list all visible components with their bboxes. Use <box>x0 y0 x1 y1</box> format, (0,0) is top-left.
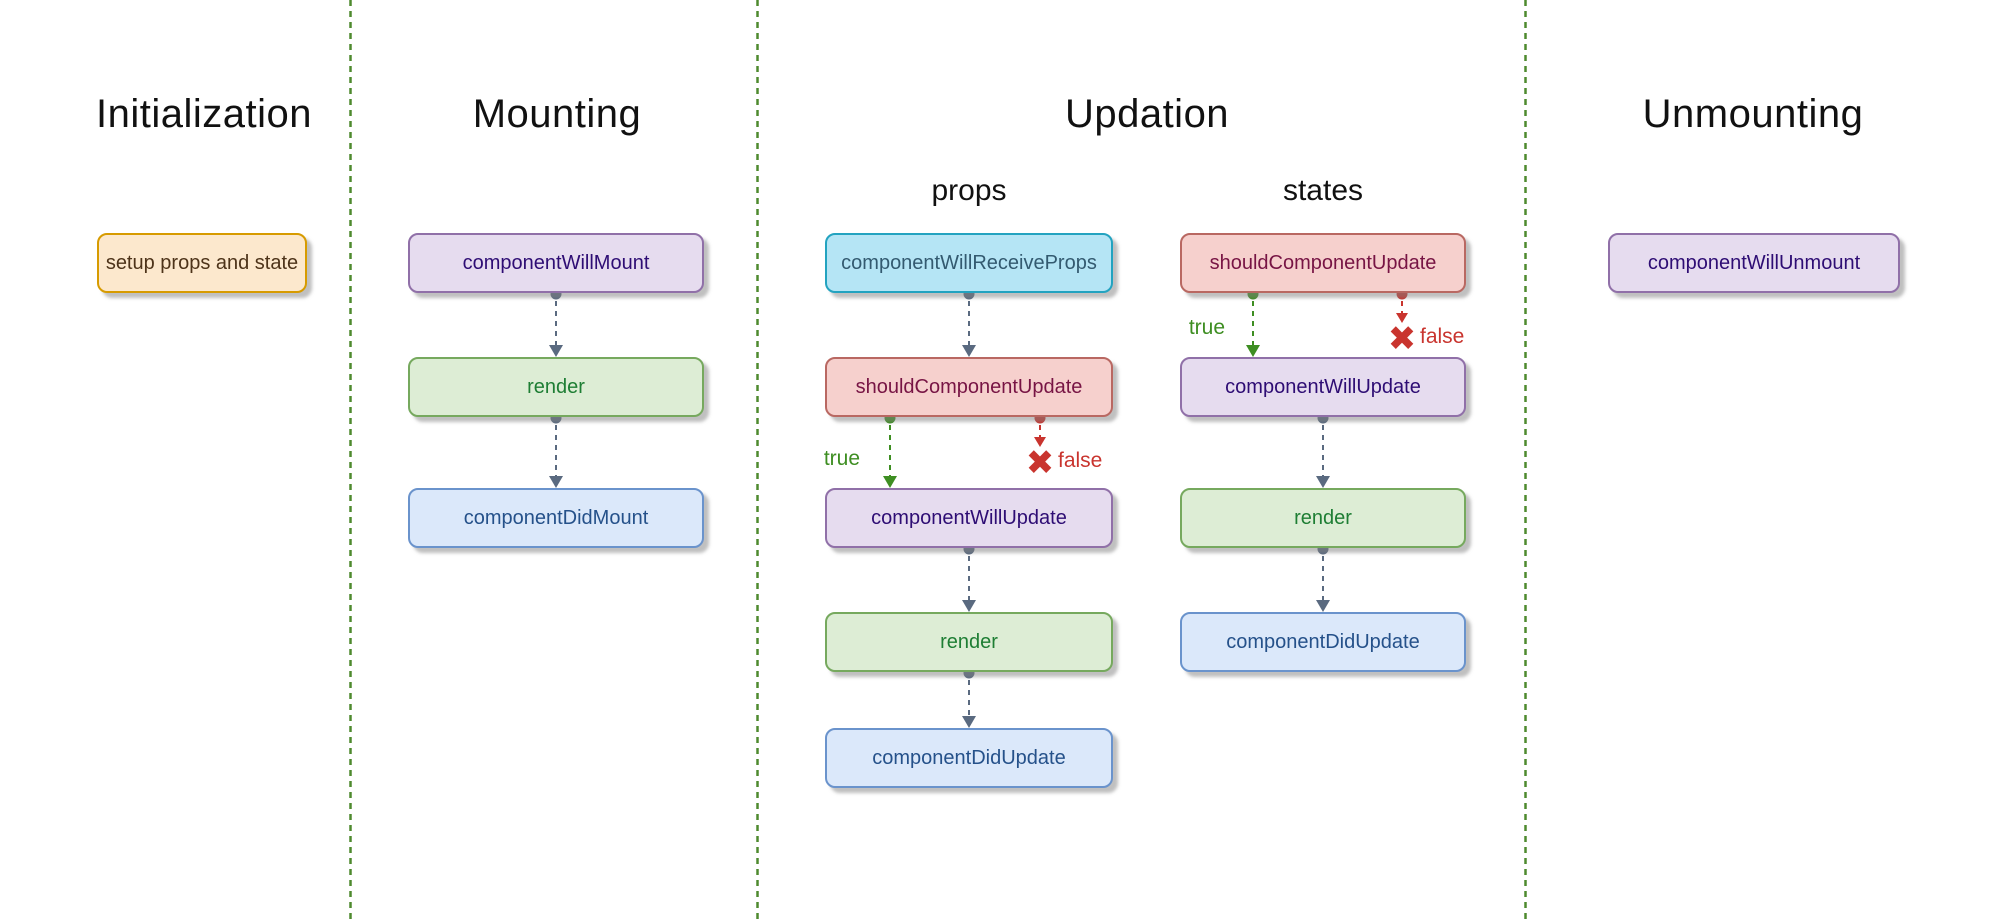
node-componentwillreceiveprops: componentWillReceiveProps <box>825 233 1113 293</box>
node-props-render: render <box>825 612 1113 672</box>
arrow-states-false: ✖ <box>1388 288 1417 359</box>
false-x-icon: ✖ <box>1026 443 1055 483</box>
arrow-props-render-didupdate <box>962 667 976 728</box>
node-states-componentdidupdate: componentDidUpdate <box>1180 612 1466 672</box>
node-componentwillunmount: componentWillUnmount <box>1608 233 1900 293</box>
node-componentwillmount: componentWillMount <box>408 233 704 293</box>
arrow-states-true <box>1246 288 1260 357</box>
edge-label-props-false: false <box>1058 449 1103 472</box>
arrow-receiveprops-shouldupdate <box>962 288 976 357</box>
node-mounting-render: render <box>408 357 704 417</box>
node-componentdidmount: componentDidMount <box>408 488 704 548</box>
node-props-shouldcomponentupdate: shouldComponentUpdate <box>825 357 1113 417</box>
edge-label-props-true: true <box>823 447 860 470</box>
subcolumn-header-props: props <box>931 174 1007 207</box>
arrow-props-willupdate-render <box>962 543 976 612</box>
node-props-componentdidupdate: componentDidUpdate <box>825 728 1113 788</box>
node-states-render: render <box>1180 488 1466 548</box>
section-title-unmounting: Unmounting <box>1642 92 1864 136</box>
arrow-render-didmount <box>549 412 563 488</box>
node-setup-props-and-state: setup props and state <box>97 233 307 293</box>
arrow-states-render-didupdate <box>1316 543 1330 612</box>
node-states-componentwillupdate: componentWillUpdate <box>1180 357 1466 417</box>
edge-label-states-true: true <box>1188 316 1225 339</box>
node-states-shouldcomponentupdate: shouldComponentUpdate <box>1180 233 1466 293</box>
arrow-props-false: ✖ <box>1026 412 1055 483</box>
arrow-willmount-render <box>549 288 563 357</box>
arrow-states-willupdate-render <box>1316 412 1330 488</box>
false-x-icon: ✖ <box>1388 319 1417 359</box>
edge-label-states-false: false <box>1420 325 1465 348</box>
section-title-updation: Updation <box>1064 92 1230 136</box>
section-title-mounting: Mounting <box>472 92 642 136</box>
section-title-initialization: Initialization <box>95 92 312 136</box>
node-props-componentwillupdate: componentWillUpdate <box>825 488 1113 548</box>
arrow-props-true <box>883 412 897 488</box>
subcolumn-header-states: states <box>1282 174 1364 207</box>
